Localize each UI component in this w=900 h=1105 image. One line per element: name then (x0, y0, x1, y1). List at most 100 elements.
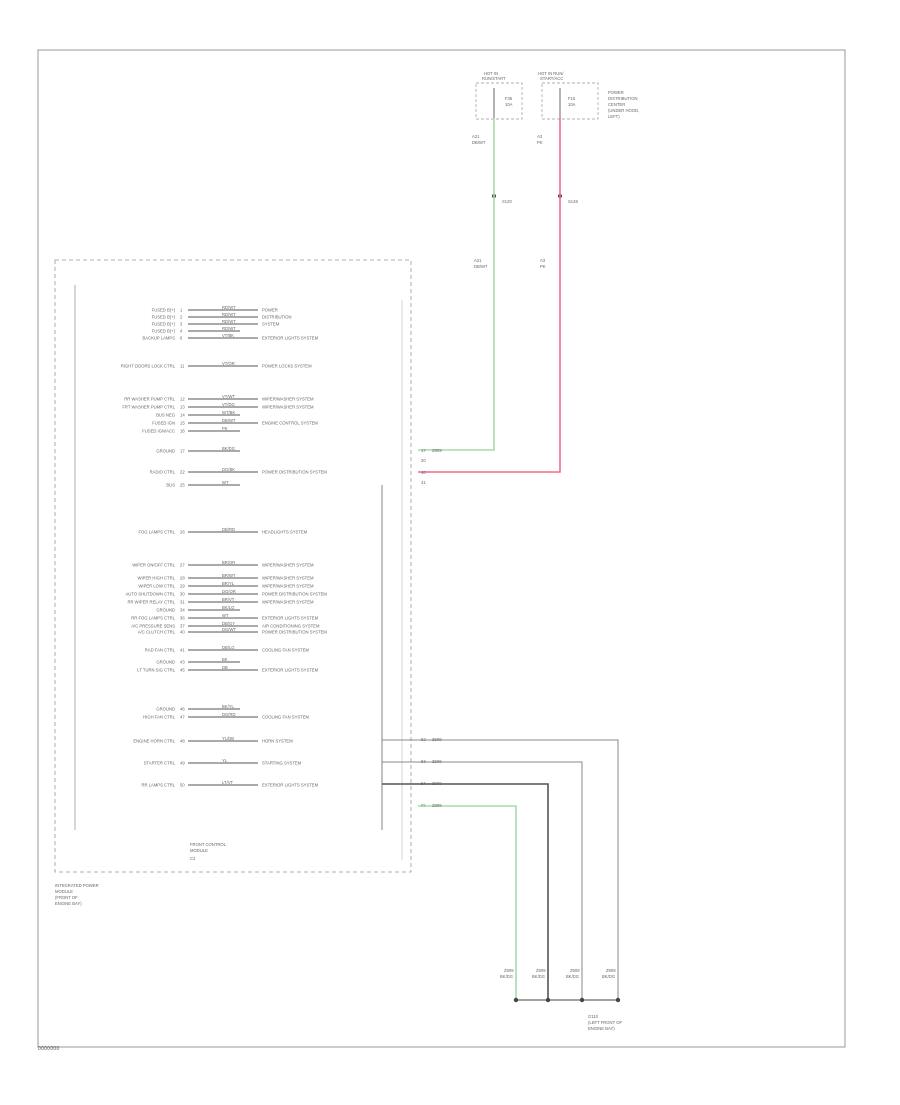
diagram-frame (37, 49, 846, 1048)
pin-wire-color-40: DG/WT (222, 627, 236, 632)
pin-note-40: POWER DISTRIBUTION SYSTEM (262, 630, 327, 635)
svg-text:BK/DG: BK/DG (602, 974, 615, 979)
pin-number-41: 41 (180, 648, 185, 653)
pin-note-50: EXTERIOR LIGHTS SYSTEM (262, 783, 319, 788)
pin-number-15: 15 (180, 421, 185, 426)
svg-text:MODULE: MODULE (190, 848, 208, 853)
ground-g110-label: G110 (LEFT FRONT OF ENGINE BAY) (588, 1014, 622, 1031)
fuse-f15-title2: START/ACC (540, 76, 563, 81)
pin-label-25: BUS (166, 483, 175, 488)
pin-number-4: 4 (180, 329, 183, 334)
pin-note-28: WIPER/WASHER SYSTEM (262, 576, 314, 581)
pin-note-26: HEADLIGHTS SYSTEM (262, 530, 308, 535)
tipm-connector-id: C2 (190, 856, 196, 861)
pin-wire-color-11: VT/OR (222, 361, 235, 366)
pin-wire-color-25: WT (222, 480, 229, 485)
pin-number-16: 16 (180, 429, 185, 434)
svg-text:40: 40 (421, 470, 426, 475)
fuse-f36-title1: HOT IN (484, 71, 498, 76)
pin-wire-color-45: DB (222, 665, 228, 670)
wire-a3-pink (418, 118, 561, 473)
pin-number-28: 28 (180, 576, 185, 581)
svg-text:DISTRIBUTION: DISTRIBUTION (608, 96, 638, 101)
svg-text:(LEFT FRONT OF: (LEFT FRONT OF (588, 1020, 622, 1025)
module-outline (54, 259, 412, 873)
pin-note-47: COOLING FAN SYSTEM (262, 715, 310, 720)
wire-a3-lower-color: PK (540, 264, 546, 269)
wire-a3-lower-circuit: A3 (540, 258, 546, 263)
pin-note-6: EXTERIOR LIGHTS SYSTEM (262, 336, 319, 341)
pin-number-14: 14 (180, 413, 185, 418)
pin-wire-color-31: BR/VT (222, 597, 235, 602)
pin-number-50: 50 (180, 783, 185, 788)
svg-text:Z909: Z909 (536, 968, 546, 973)
pin-wire-color-14: WT/BK (222, 410, 235, 415)
pin-label-22: RADIO CTRL (150, 470, 176, 475)
wire-a3-upper-circuit: A3 (537, 134, 543, 139)
pin-number-49: 49 (180, 761, 185, 766)
fuse-f36-title2: RUN/START (482, 76, 506, 81)
right-pin-numbers: 17 20 40 41 52 53 54 55 (421, 448, 426, 808)
pin-label-3: FUSED B(+) (152, 322, 176, 327)
svg-text:INTEGRATED POWER: INTEGRATED POWER (55, 883, 99, 888)
pin-note-11: POWER LOCKS SYSTEM (262, 364, 312, 369)
pin-wire-color-17: BK/DG (222, 446, 235, 451)
pin-wire-color-46: BK/YL (222, 704, 235, 709)
pin-note-45: EXTERIOR LIGHTS SYSTEM (262, 668, 319, 673)
pin-wire-color-37: DB/GY (222, 621, 235, 626)
svg-text:BK/DG: BK/DG (532, 974, 545, 979)
svg-text:FRONT CONTROL: FRONT CONTROL (190, 842, 227, 847)
pin-label-47: HIGH FAN CTRL (143, 715, 176, 720)
pin-number-3: 3 (180, 322, 183, 327)
svg-text:MODULE: MODULE (55, 889, 73, 894)
pin-wire-color-26: DB/RD (222, 527, 235, 532)
wire-a21-green (418, 118, 495, 451)
pin-label-30: AUTO SHUTDOWN CTRL (126, 592, 176, 597)
pin-number-29: 29 (180, 584, 185, 589)
pin-number-6: 6 (180, 336, 183, 341)
svg-text:Z909: Z909 (432, 803, 442, 808)
svg-text:CENTER: CENTER (608, 102, 625, 107)
tipm-label: FRONT CONTROL MODULE (190, 842, 227, 853)
pin-label-16: FUSED IGN/ACC (142, 429, 175, 434)
pin-label-6: BACKUP LAMPS (142, 336, 175, 341)
pin-label-11: RIGHT DOORS LOCK CTRL (121, 364, 176, 369)
pin-label-36: RR FOG LAMPS CTRL (131, 616, 175, 621)
pin-wire-color-36: WT (222, 613, 229, 618)
ground-wires: Z909 Z909 Z909 Z909 Z909 Z909 Z909 Z909 … (382, 737, 621, 1003)
wire-a21-conn-label: Z909 (432, 448, 442, 453)
pin-wire-color-27: BR/OR (222, 560, 235, 565)
pin-label-43: GROUND (156, 660, 175, 665)
wire-a21-upper-color: DB/WT (472, 140, 486, 145)
pin-note-12: WIPER/WASHER SYSTEM (262, 397, 314, 402)
fuse-f36-amp: 10A (505, 102, 513, 107)
pin-wire-color-48: YL/DB (222, 736, 234, 741)
pin-wire-color-28: BR/WT (222, 573, 236, 578)
splice-s148-label: S148 (568, 199, 578, 204)
pin-note-13: WIPER/WASHER SYSTEM (262, 405, 314, 410)
pin-wire-color-47: DG/RD (222, 712, 236, 717)
pin-wire-color-12: VT/WT (222, 394, 235, 399)
pin-label-4: FUSED B(+) (152, 329, 176, 334)
ground-wire-3 (382, 783, 549, 1000)
wire-a21-lower-circuit: A21 (474, 258, 482, 263)
pin-number-37: 37 (180, 624, 185, 629)
pin-label-15: FUSED IGN (152, 421, 175, 426)
